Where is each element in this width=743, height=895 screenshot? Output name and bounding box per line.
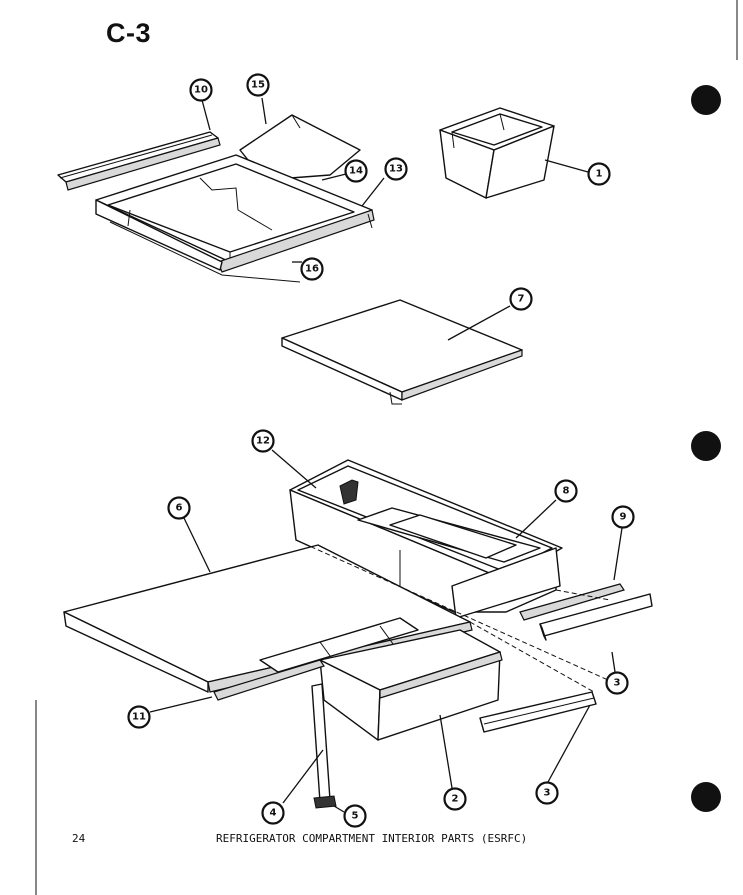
alignment-lines: [295, 539, 611, 693]
binder-hole-bottom: [691, 782, 721, 812]
callout-13: 13: [384, 157, 408, 181]
callout-10-label: 10: [194, 85, 208, 96]
page-title: C-3: [106, 18, 152, 48]
callout-7: 7: [509, 287, 533, 311]
callout-3-upper-label: 3: [614, 678, 621, 689]
binder-hole-middle: [691, 431, 721, 461]
part-front-rail: [213, 659, 325, 701]
callout-7-label: 7: [518, 294, 525, 305]
part-crisper-drawer: [319, 629, 503, 741]
leader-lines: [149, 97, 623, 813]
callout-2: 2: [443, 787, 467, 811]
callout-13-label: 13: [389, 164, 403, 175]
part-shelf-frame: [57, 114, 375, 283]
callout-4: 4: [261, 801, 285, 825]
binder-hole-top: [691, 85, 721, 115]
callout-12-label: 12: [256, 436, 270, 447]
callout-9-label: 9: [620, 512, 627, 523]
callout-9: 9: [611, 505, 635, 529]
callout-1: 1: [587, 162, 611, 186]
callout-4-label: 4: [270, 808, 277, 819]
callout-3-lower: 3: [535, 781, 559, 805]
callout-6: 6: [167, 496, 191, 520]
page-number: 24: [72, 832, 86, 845]
callout-15-label: 15: [251, 80, 265, 91]
part-dairy-bin: [439, 107, 555, 199]
callout-8-label: 8: [563, 486, 570, 497]
callout-11: 11: [127, 705, 151, 729]
callout-3-lower-label: 3: [544, 788, 551, 799]
callout-14: 14: [344, 159, 368, 183]
callout-5: 5: [343, 804, 367, 828]
callout-14-label: 14: [349, 166, 363, 177]
callout-15: 15: [246, 73, 270, 97]
callout-12: 12: [251, 429, 275, 453]
part-side-channels: [479, 583, 653, 733]
part-divider-support: [311, 683, 337, 809]
callout-16: 16: [300, 257, 324, 281]
callout-1-label: 1: [596, 169, 603, 180]
part-glass-shelf: [281, 299, 523, 405]
callout-6-label: 6: [176, 503, 183, 514]
callout-11-label: 11: [132, 712, 146, 723]
part-meat-pan-assembly: [289, 459, 563, 619]
callout-16-label: 16: [305, 264, 319, 275]
callout-8: 8: [554, 479, 578, 503]
callout-5-label: 5: [352, 811, 359, 822]
callout-10: 10: [189, 78, 213, 102]
callout-2-label: 2: [452, 794, 459, 805]
callout-3-upper: 3: [605, 671, 629, 695]
page-caption: REFRIGERATOR COMPARTMENT INTERIOR PARTS …: [216, 832, 528, 845]
